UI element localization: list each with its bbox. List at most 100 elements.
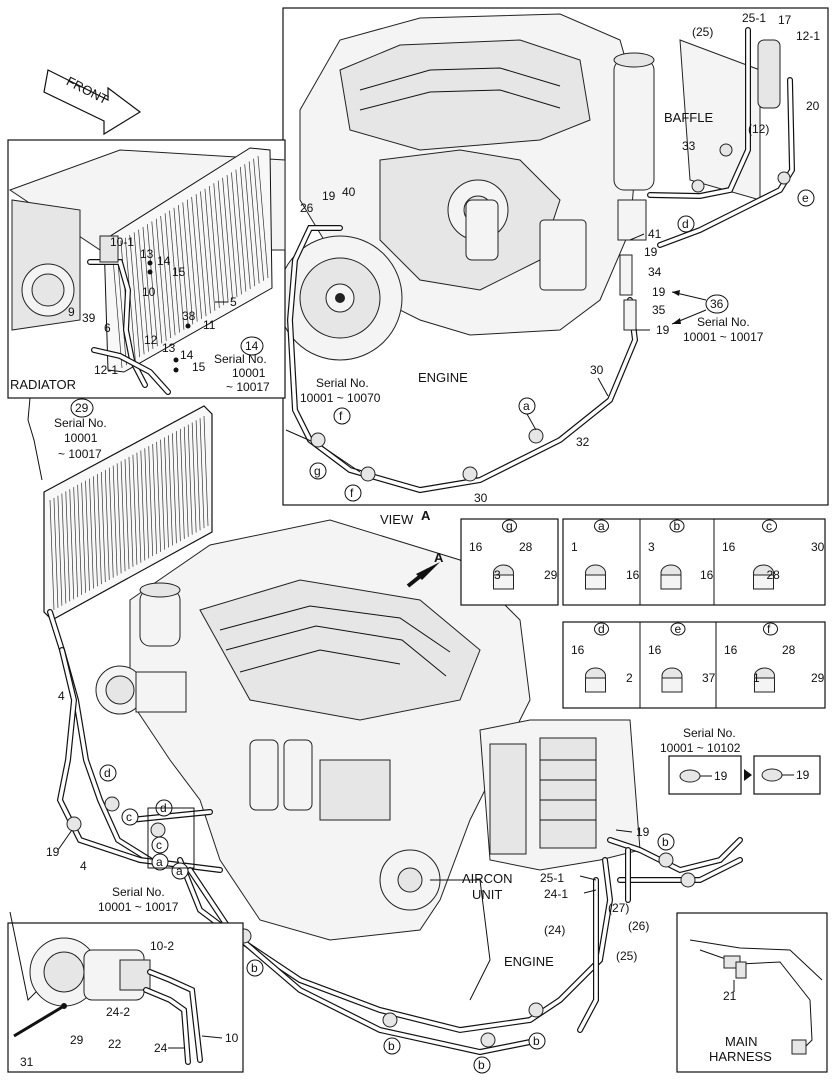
clip-detail-part-f-3: 29	[811, 671, 825, 685]
clip-ref-main-c1: c	[126, 810, 132, 824]
part-14-a: 14	[157, 254, 171, 268]
circled-36: 36	[710, 297, 724, 311]
condenser-fin-line	[152, 443, 158, 555]
clip-detail-part-g-3: 29	[544, 568, 558, 582]
part-25-top: (25)	[692, 25, 713, 39]
condenser-fin-line	[151, 221, 163, 344]
direction-a-letter: A	[434, 550, 444, 565]
clip-detail-key-c: c	[766, 519, 772, 533]
condenser-fin-line	[186, 199, 198, 322]
condenser-fin-line	[187, 424, 193, 535]
clip-detail-part-c-0: 16	[722, 540, 736, 554]
radiator-inset-hoses	[21, 235, 171, 395]
circled-14: 14	[245, 339, 259, 353]
clip-detail-part-d-1: 2	[626, 671, 633, 685]
part-39: 39	[82, 311, 96, 325]
condenser-fin-line	[73, 487, 79, 598]
condenser-fin-line	[191, 422, 197, 533]
part-9: 9	[68, 305, 75, 319]
condenser-fin-line	[144, 448, 150, 559]
condenser-fin-line	[69, 489, 75, 600]
clip-detail-key-a: a	[598, 519, 605, 533]
clip-detail-part-c-1: 28	[767, 568, 781, 582]
condenser-main	[43, 405, 213, 621]
part-22: 22	[108, 1037, 122, 1051]
clip-detail-key-circle	[594, 519, 609, 533]
condenser-fin-line	[164, 437, 169, 548]
compressor-inset-sketch	[13, 937, 203, 1065]
condenser-fin-line	[147, 224, 158, 347]
part-32: 32	[576, 435, 590, 449]
clip-detail-key-f: f	[767, 622, 771, 636]
clip-detail-key-b: b	[674, 519, 681, 533]
clip-detail-clamp-base	[493, 574, 514, 590]
condenser-fin-line	[160, 215, 172, 339]
condenser-fin-line	[124, 459, 130, 570]
condenser-fin-line	[112, 465, 118, 576]
clip-detail-part-a-1: 16	[626, 568, 640, 582]
clip-detail-clamp-base	[585, 677, 606, 693]
front-arrow: FRONT	[43, 69, 142, 136]
condenser-fin-line	[195, 420, 201, 531]
clip-detail-key-g: g	[506, 519, 513, 533]
callout-29: 29 Serial No. 10001 ~ 10017	[54, 398, 107, 461]
serial-19-line2: 10001 ~ 10102	[660, 741, 741, 755]
clip-detail-clamp-base	[754, 677, 775, 693]
part-10-c: 10	[225, 1031, 239, 1045]
condenser-fin-line	[49, 499, 55, 611]
condenser-fin-line	[239, 166, 251, 289]
part-19-b: 19	[644, 245, 658, 259]
clip-detail-part-g-0: 16	[469, 540, 483, 554]
condenser-fin-line	[195, 194, 207, 317]
part-30-b: 30	[474, 491, 488, 505]
condenser-fin-line	[85, 480, 90, 591]
part-12-top: (12)	[748, 122, 769, 136]
clip-ref-main-b4: b	[533, 1034, 540, 1048]
condenser-fin-line	[183, 426, 189, 537]
clip-ref-main-a2: a	[176, 864, 183, 878]
condenser-fin-line	[129, 235, 141, 358]
part-29-c: 29	[70, 1033, 84, 1047]
part-5: 5	[230, 295, 237, 309]
condenser-fin-line	[111, 245, 123, 369]
condenser-fin-line	[191, 196, 202, 319]
clip-detail-part-g-1: 3	[494, 568, 501, 582]
part-13-b: 13	[162, 341, 176, 355]
condenser-fin-line	[104, 469, 110, 580]
clip-detail-key-e: e	[675, 622, 682, 636]
clip-detail-part-d-0: 16	[571, 643, 585, 657]
condenser-fin-line	[169, 210, 180, 333]
engine-sketch-main	[95, 519, 531, 1001]
clip-detail-key-circle	[762, 519, 777, 533]
serial-36-line1: Serial No.	[697, 315, 750, 329]
condenser-fin-line	[173, 207, 185, 330]
condenser-fin-line	[77, 484, 82, 595]
part-31: 31	[20, 1055, 34, 1069]
clip-detail-part-f-0: 16	[724, 643, 738, 657]
clip-ref-top-f: f	[339, 409, 343, 423]
part-38: 38	[182, 309, 196, 323]
part-12-1: 12-1	[94, 363, 118, 377]
part-24: (24)	[544, 923, 565, 937]
serial-36-line2: 10001 ~ 10017	[683, 330, 764, 344]
condenser-fin-line	[57, 495, 63, 606]
view-a-hoses	[285, 225, 639, 494]
part-19-d: 19	[656, 323, 670, 337]
callout-serial-f: Serial No. 10001 ~ 10070	[300, 376, 381, 405]
serial-29-line1: Serial No.	[54, 416, 107, 430]
clip-detail-part-a-0: 1	[571, 540, 578, 554]
serial-bottom-line1: Serial No.	[112, 885, 165, 899]
condenser-fin-line	[204, 188, 216, 311]
part-19-c: 19	[652, 285, 666, 299]
baffle-assembly	[647, 27, 796, 248]
condenser-fin-line	[136, 452, 142, 563]
callout-36: 36 Serial No. 10001 ~ 10017	[671, 290, 764, 344]
main-labels: AIRCON UNIT ENGINE 4 4 19 19 25-1 24-1 (…	[46, 689, 650, 969]
condenser-fin-line	[61, 493, 67, 604]
condenser-fin-line	[179, 428, 185, 539]
condenser-fin-line	[217, 180, 229, 303]
part-15-a: 15	[172, 265, 186, 279]
part-27: (27)	[608, 901, 629, 915]
condenser-fin-line	[235, 169, 247, 292]
